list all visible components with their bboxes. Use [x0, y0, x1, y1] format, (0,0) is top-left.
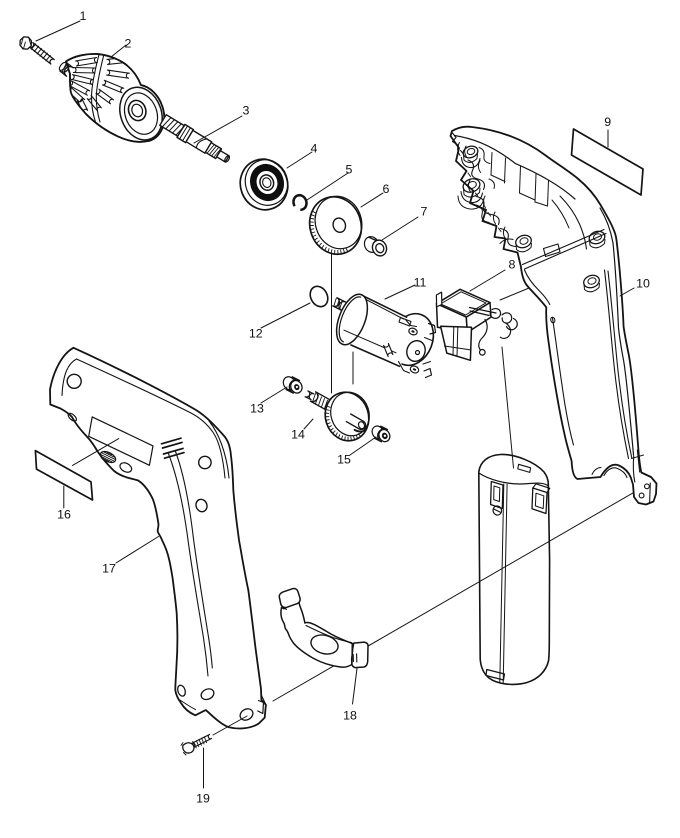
svg-text:6: 6 — [383, 182, 390, 196]
svg-text:14: 14 — [291, 428, 305, 442]
svg-text:12: 12 — [249, 326, 263, 340]
svg-text:8: 8 — [509, 258, 516, 272]
svg-text:19: 19 — [196, 792, 210, 806]
svg-text:7: 7 — [421, 205, 428, 219]
svg-text:10: 10 — [636, 277, 650, 291]
svg-text:11: 11 — [414, 276, 427, 290]
svg-text:15: 15 — [337, 453, 351, 467]
svg-text:5: 5 — [346, 163, 353, 177]
svg-text:13: 13 — [250, 402, 264, 416]
svg-text:17: 17 — [102, 561, 116, 575]
svg-text:1: 1 — [80, 9, 87, 23]
svg-text:16: 16 — [57, 508, 71, 522]
svg-text:9: 9 — [604, 115, 611, 129]
svg-text:4: 4 — [311, 142, 318, 156]
svg-text:2: 2 — [125, 37, 132, 51]
svg-text:18: 18 — [343, 709, 357, 723]
svg-text:3: 3 — [243, 104, 250, 118]
